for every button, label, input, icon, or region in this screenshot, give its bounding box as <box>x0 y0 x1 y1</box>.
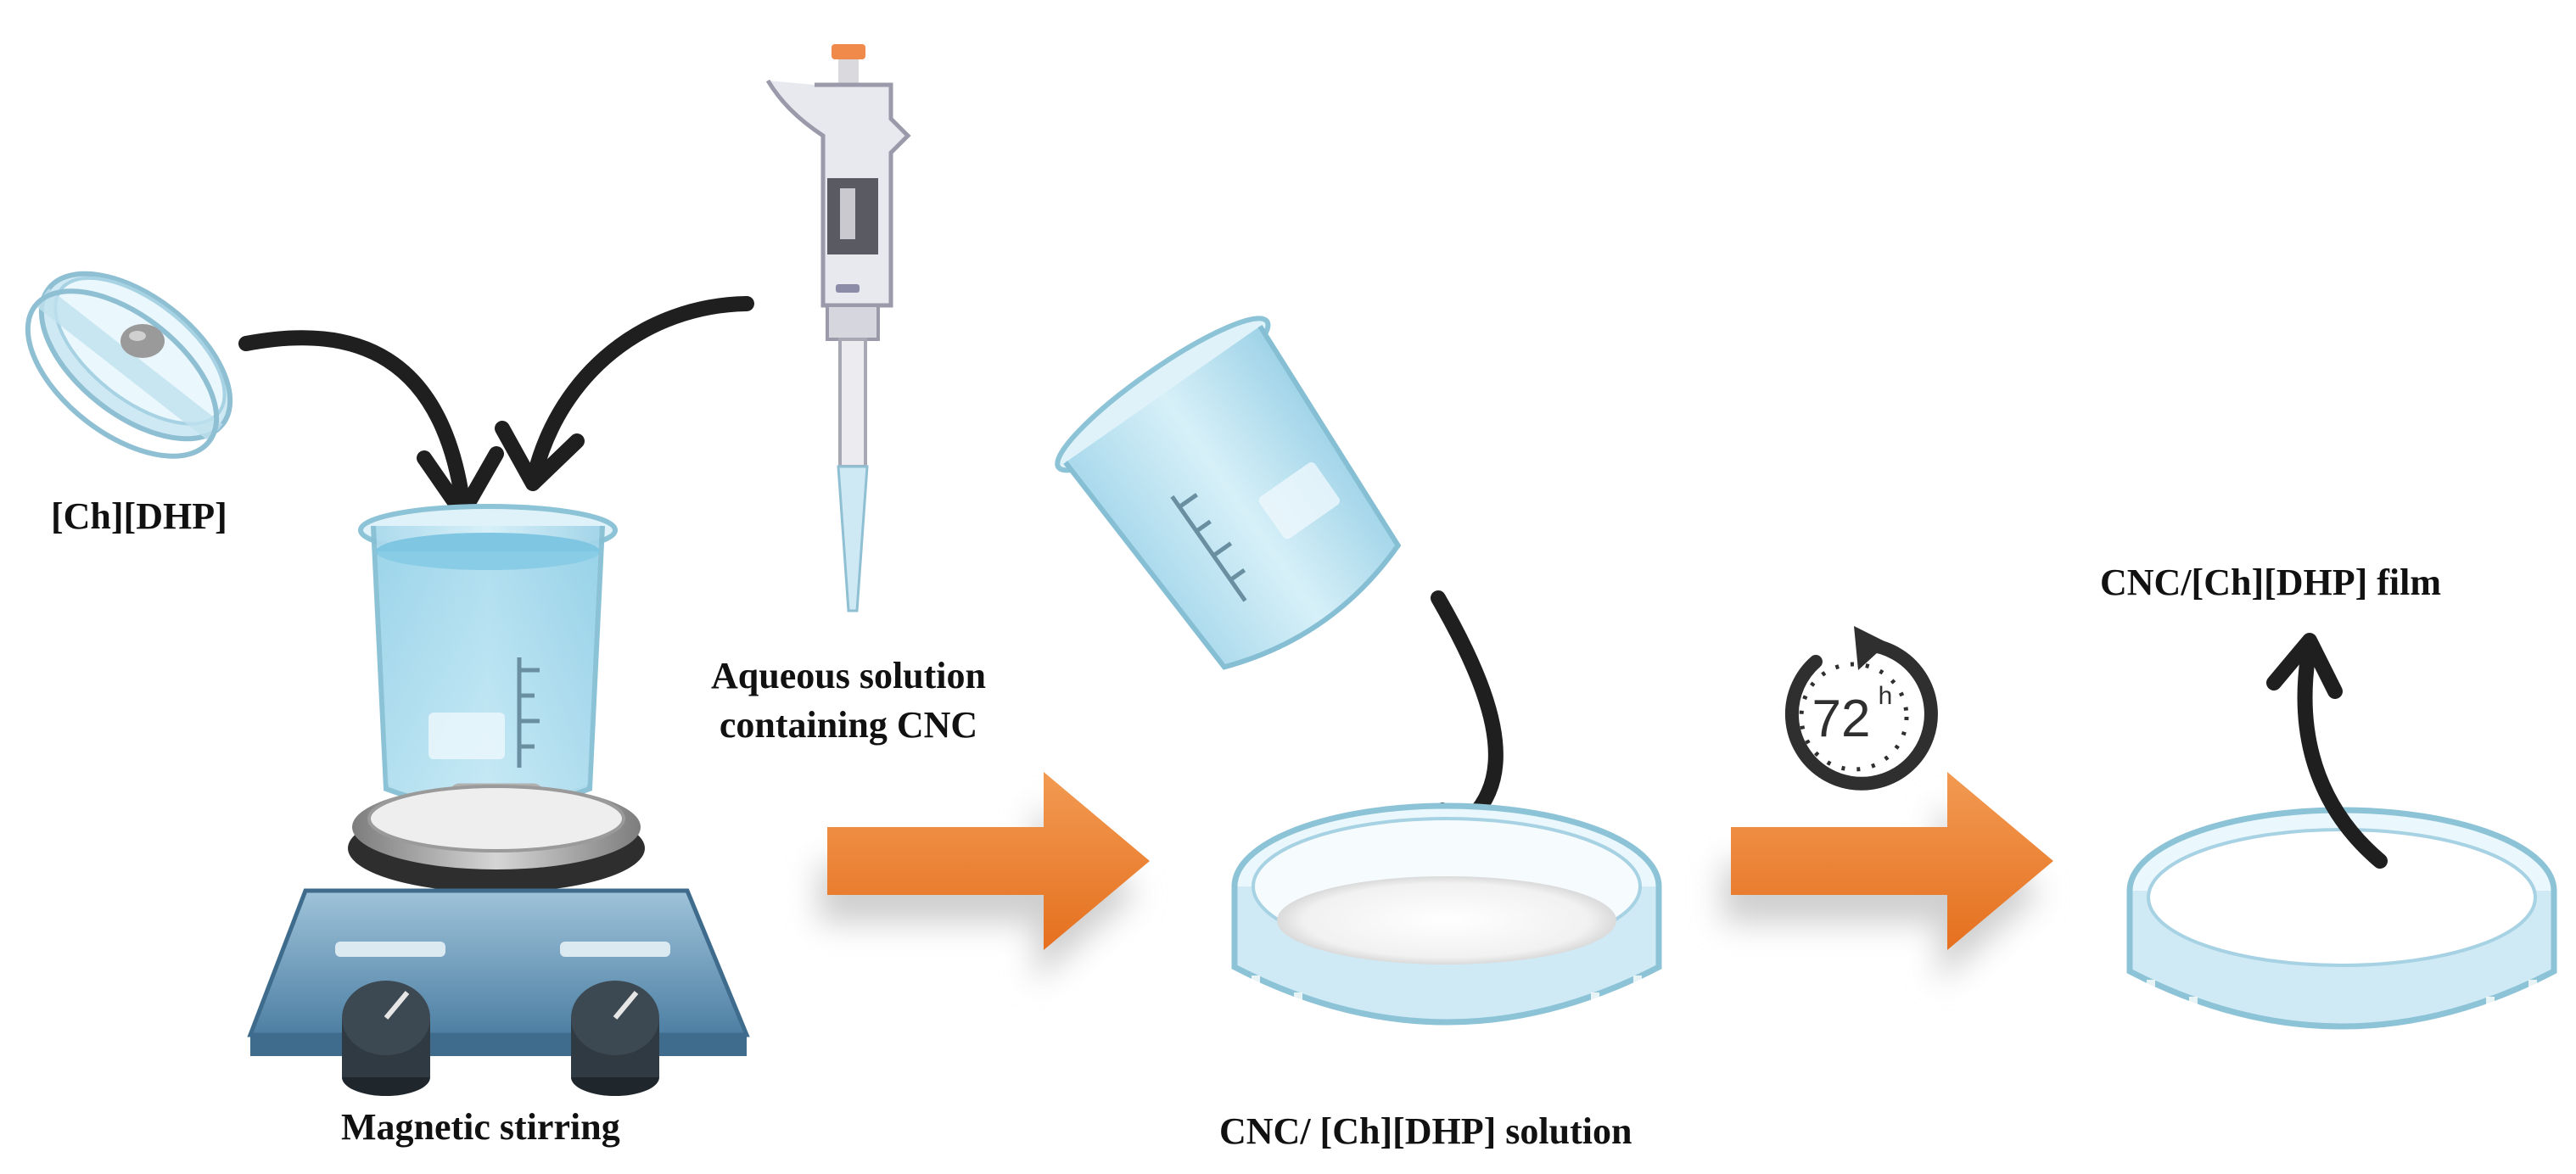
process-arrow-icon <box>1722 772 2053 982</box>
aqueous-solution-line-1: Aqueous solution <box>710 655 986 696</box>
pipette-icon <box>765 44 911 612</box>
magnetic-stirring-label: Magnetic stirring <box>341 1106 620 1148</box>
cnc-solution <box>1277 876 1616 964</box>
cnc-film <box>2147 828 2537 967</box>
curved-arrow-icon <box>2297 650 2388 869</box>
timer-value: 72 <box>1812 690 1871 748</box>
petri-dish-icon <box>25 271 233 459</box>
timer-unit: h <box>1879 682 1893 710</box>
curved-arrow-icon <box>527 296 754 483</box>
solution-label: CNC/ [Ch][DHP] solution <box>1219 1110 1632 1152</box>
petri-dish-icon <box>2126 807 2557 1035</box>
petri-dish-icon <box>1231 802 1662 1031</box>
ionic-liquid-label: [Ch][DHP] <box>51 495 227 537</box>
ionic-liquid-droplet <box>120 324 165 358</box>
aqueous-solution-label: Aqueous solution containing CNC <box>679 651 1018 750</box>
film-label: CNC/[Ch][DHP] film <box>2100 562 2442 603</box>
curved-arrow-icon <box>238 330 470 508</box>
timer-icon: 72 h <box>1784 626 1938 791</box>
process-arrow-icon <box>819 772 1150 982</box>
beaker-icon <box>1055 316 1402 670</box>
magnetic-stirrer-icon <box>247 785 750 1096</box>
aqueous-solution-line-2: containing CNC <box>719 704 978 746</box>
beaker-icon <box>358 504 618 811</box>
